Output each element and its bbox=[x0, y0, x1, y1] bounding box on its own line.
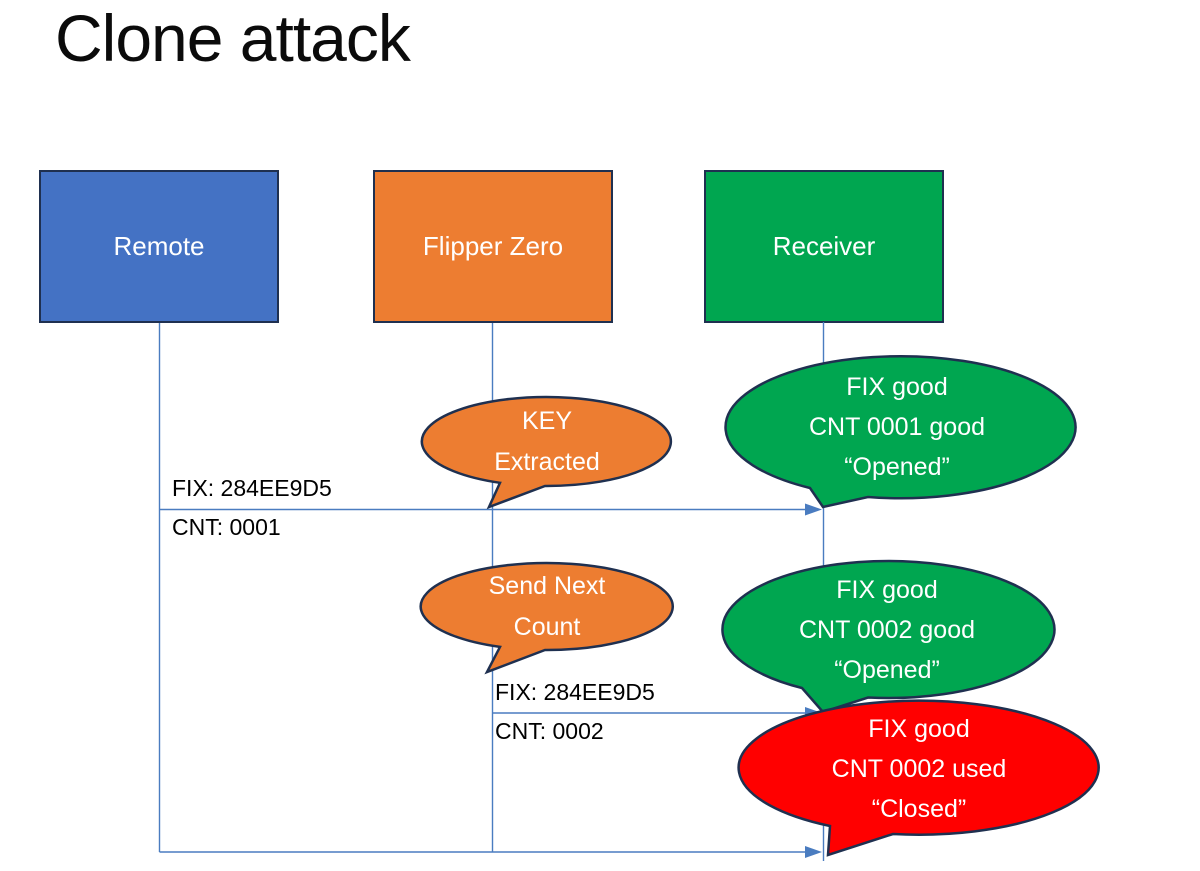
actor-label-flipper-zero: Flipper Zero bbox=[422, 231, 564, 261]
message1-cnt-label: CNT: 0001 bbox=[172, 514, 281, 540]
actor-box-remote: Remote bbox=[39, 170, 279, 323]
actor-label-receiver: Receiver bbox=[772, 231, 876, 261]
message2-cnt-label: CNT: 0002 bbox=[495, 718, 604, 744]
callout-bubble-cnt0002-good bbox=[721, 559, 1056, 714]
message1-fix-label: FIX: 284EE9D5 bbox=[172, 475, 332, 501]
message2-fix-label: FIX: 284EE9D5 bbox=[495, 679, 655, 705]
callout-bubble-send-next-count bbox=[419, 561, 674, 675]
slide-title: Clone attack bbox=[55, 1, 411, 75]
actor-box-receiver: Receiver bbox=[704, 170, 944, 323]
arrowhead-1-icon bbox=[805, 503, 822, 516]
actor-box-flipper-zero: Flipper Zero bbox=[373, 170, 613, 323]
callout-bubble-cnt0001-good bbox=[724, 355, 1077, 509]
callout-bubble-cnt0002-used bbox=[737, 699, 1100, 857]
arrowhead-3-icon bbox=[805, 846, 822, 858]
actor-label-remote: Remote bbox=[113, 231, 205, 261]
callout-bubble-key-extracted bbox=[420, 395, 673, 510]
